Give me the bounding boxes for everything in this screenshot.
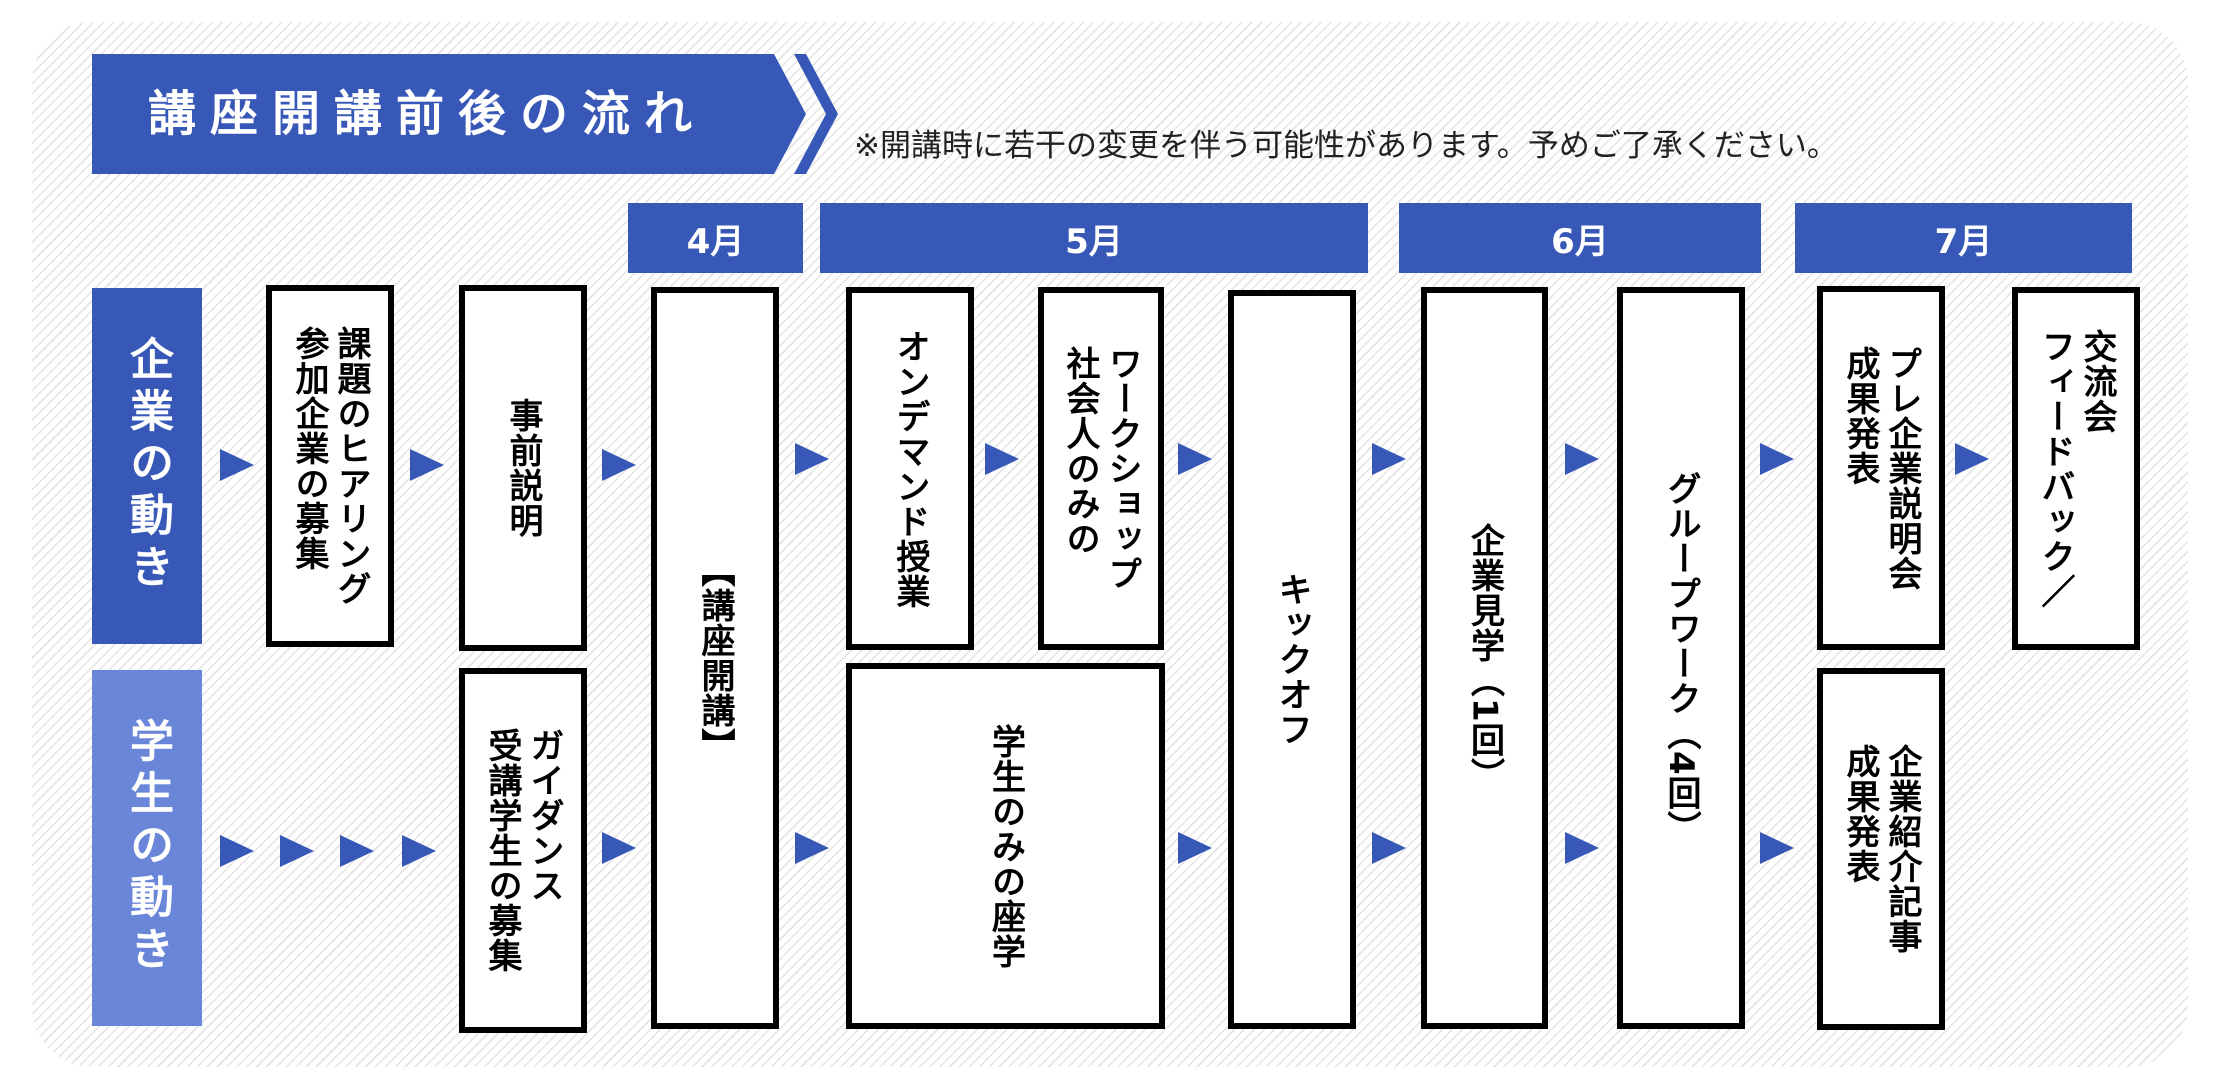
step-course-start: 【講座開講】 — [651, 287, 779, 1029]
month-april: 4月 — [628, 203, 803, 273]
row-label-company: 企業の動き — [92, 288, 202, 644]
step-course-start-text: 【講座開講】 — [695, 553, 735, 763]
row-label-student: 学生の動き — [92, 670, 202, 1026]
step-kickoff-text: キックオフ — [1272, 572, 1312, 747]
step-pre-presentation: プレ企業説明会 成果発表 — [1817, 286, 1945, 650]
month-july: 7月 — [1795, 203, 2132, 273]
step-pre-presentation-text: プレ企業説明会 成果発表 — [1840, 345, 1922, 591]
step-lecture-text: 学生のみの座学 — [985, 723, 1026, 969]
step-exchange: 交流会 フィードバック／ — [2012, 287, 2140, 650]
step-article-text: 企業紹介記事 成果発表 — [1840, 744, 1922, 954]
step-on-demand-text: オンデマンド授業 — [890, 328, 930, 609]
step-group-work-text: グループワーク（4回） — [1661, 470, 1701, 846]
step-kickoff: キックオフ — [1228, 290, 1356, 1029]
step-company-visit-text: 企業見学（1回） — [1464, 523, 1505, 793]
step-pre-explanation-text: 事前説明 — [503, 398, 543, 538]
step-guidance: ガイダンス 受講学生の募集 — [459, 668, 587, 1033]
step-article: 企業紹介記事 成果発表 — [1817, 668, 1945, 1030]
disclaimer-note: ※開講時に若干の変更を伴う可能性があります。予めご了承ください。 — [854, 128, 1838, 164]
month-may: 5月 — [820, 203, 1368, 273]
step-workshop-text: ワークショップ 社会人のみの — [1060, 346, 1142, 591]
step-hearing-text: 課題のヒアリング 参加企業の募集 — [289, 326, 371, 606]
step-workshop: ワークショップ 社会人のみの — [1038, 287, 1164, 650]
step-pre-explanation: 事前説明 — [459, 285, 587, 651]
step-exchange-text: 交流会 フィードバック／ — [2035, 328, 2117, 609]
step-guidance-text: ガイダンス 受講学生の募集 — [482, 728, 564, 973]
title-banner — [92, 54, 804, 174]
step-group-work: グループワーク（4回） — [1617, 287, 1745, 1029]
page-title: 講座開講前後の流れ — [148, 86, 707, 142]
step-company-visit: 企業見学（1回） — [1421, 287, 1548, 1029]
step-lecture: 学生のみの座学 — [846, 663, 1165, 1029]
month-june: 6月 — [1399, 203, 1761, 273]
step-on-demand: オンデマンド授業 — [846, 287, 974, 650]
step-hearing: 課題のヒアリング 参加企業の募集 — [266, 285, 394, 647]
